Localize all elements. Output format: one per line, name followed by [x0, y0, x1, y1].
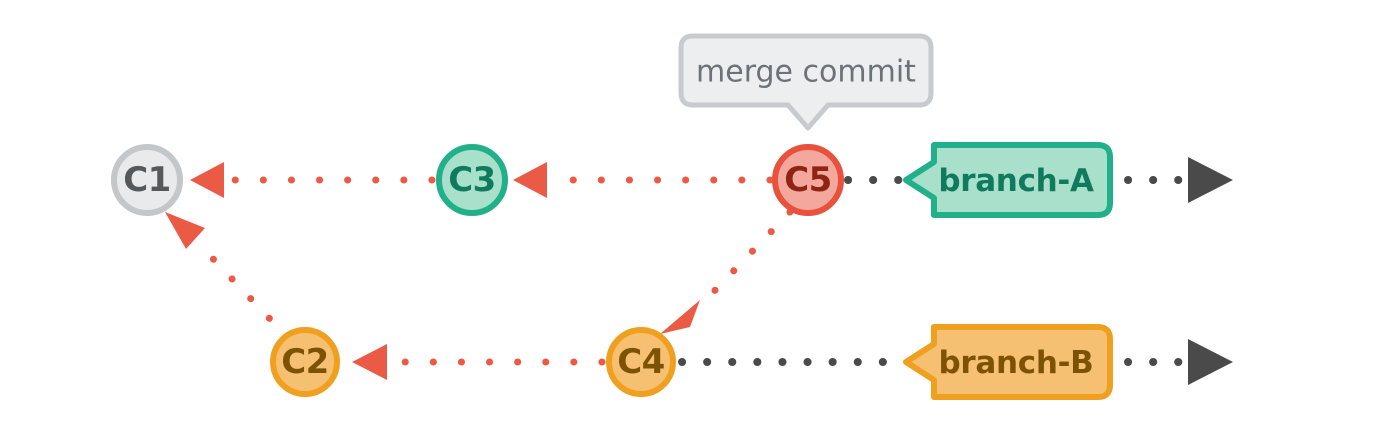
- edge-c3-to-c1: [190, 162, 436, 198]
- branch-tag-label-b: branch-B: [938, 345, 1093, 381]
- edge-c5-to-c4-line: [696, 208, 794, 310]
- commit-label-c2: C2: [281, 342, 329, 382]
- edge-c4-to-c2: [352, 344, 606, 380]
- commit-circle-c5: [772, 144, 844, 216]
- edge-c5-to-c4-arrowhead: [660, 300, 700, 334]
- commit-node-c2[interactable]: C2: [270, 327, 340, 397]
- edge-c2-to-c1-arrowhead: [165, 212, 205, 249]
- merge-commit-tooltip-text: merge commit: [696, 55, 916, 90]
- edge-head-b-trail: [1124, 339, 1233, 385]
- branch-tag-branch-b[interactable]: branch-B: [903, 324, 1113, 400]
- commit-label-c1: C1: [123, 160, 171, 200]
- branch-tag-branch-a[interactable]: branch-A: [903, 142, 1113, 218]
- commit-node-c1[interactable]: C1: [111, 144, 183, 216]
- edge-head-a-trail: [1124, 157, 1233, 203]
- commit-node-c5[interactable]: C5: [772, 144, 844, 216]
- edge-c2-to-c1-line: [194, 239, 292, 342]
- edge-c5-to-c4: [660, 208, 794, 334]
- merge-commit-tooltip: merge commit: [678, 33, 934, 131]
- commit-label-c4: C4: [617, 342, 665, 382]
- edge-c3-to-c1-arrowhead: [190, 162, 224, 198]
- commit-circle-c3: [436, 144, 508, 216]
- edge-c5-to-c3-arrowhead: [513, 162, 547, 198]
- commit-circle-c1: [111, 144, 183, 216]
- branch-tag-shape-b: [903, 324, 1113, 400]
- commit-label-c5: C5: [784, 160, 832, 200]
- edge-c5-to-c3: [513, 162, 774, 198]
- branch-tag-label-a: branch-A: [938, 163, 1094, 199]
- head-arrow-a-icon: [1188, 157, 1233, 203]
- merge-commit-tooltip-bubble: [678, 33, 934, 131]
- commit-label-c3: C3: [448, 160, 496, 200]
- commit-node-c3[interactable]: C3: [436, 144, 508, 216]
- edge-c2-to-c1: [165, 212, 292, 342]
- commit-node-c4[interactable]: C4: [606, 327, 676, 397]
- branch-tag-shape-a: [903, 142, 1113, 218]
- commit-circle-c4: [606, 327, 676, 397]
- edge-c4-to-c2-arrowhead: [352, 344, 387, 380]
- commit-circle-c2: [270, 327, 340, 397]
- head-arrow-b-icon: [1188, 339, 1233, 385]
